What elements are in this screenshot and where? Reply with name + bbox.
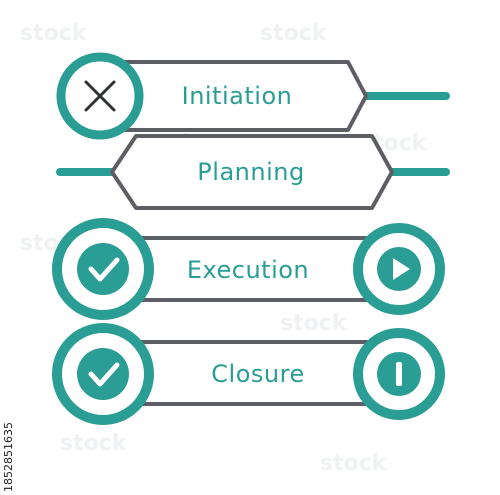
stage-label-closure: Closure xyxy=(211,360,304,388)
check-badge xyxy=(77,243,129,295)
watermark-text: stock xyxy=(280,311,348,336)
watermark-text: stock xyxy=(320,451,388,476)
check-icon xyxy=(88,362,120,387)
stage-label-planning: Planning xyxy=(197,158,304,186)
stage-label-initiation: Initiation xyxy=(182,82,293,110)
pause-icon xyxy=(396,362,402,386)
x-icon xyxy=(84,80,116,112)
stage-planning: Planning xyxy=(56,134,450,210)
play-icon xyxy=(393,258,410,280)
stage-banner xyxy=(110,134,394,210)
check-badge xyxy=(77,348,129,400)
watermark: stock stock stock stock stock stock stoc… xyxy=(20,21,428,476)
stock-id-text: 1852851635 xyxy=(2,422,15,492)
stage-execution: Execution xyxy=(52,218,445,320)
watermark-text: stock xyxy=(20,21,88,46)
stage-closure: Closure xyxy=(52,323,445,425)
watermark-text: stock xyxy=(260,21,328,46)
watermark-text: stock xyxy=(60,431,128,456)
stage-label-execution: Execution xyxy=(187,256,309,284)
stage-initiation: Initiation xyxy=(56,52,450,140)
check-icon xyxy=(88,257,120,282)
